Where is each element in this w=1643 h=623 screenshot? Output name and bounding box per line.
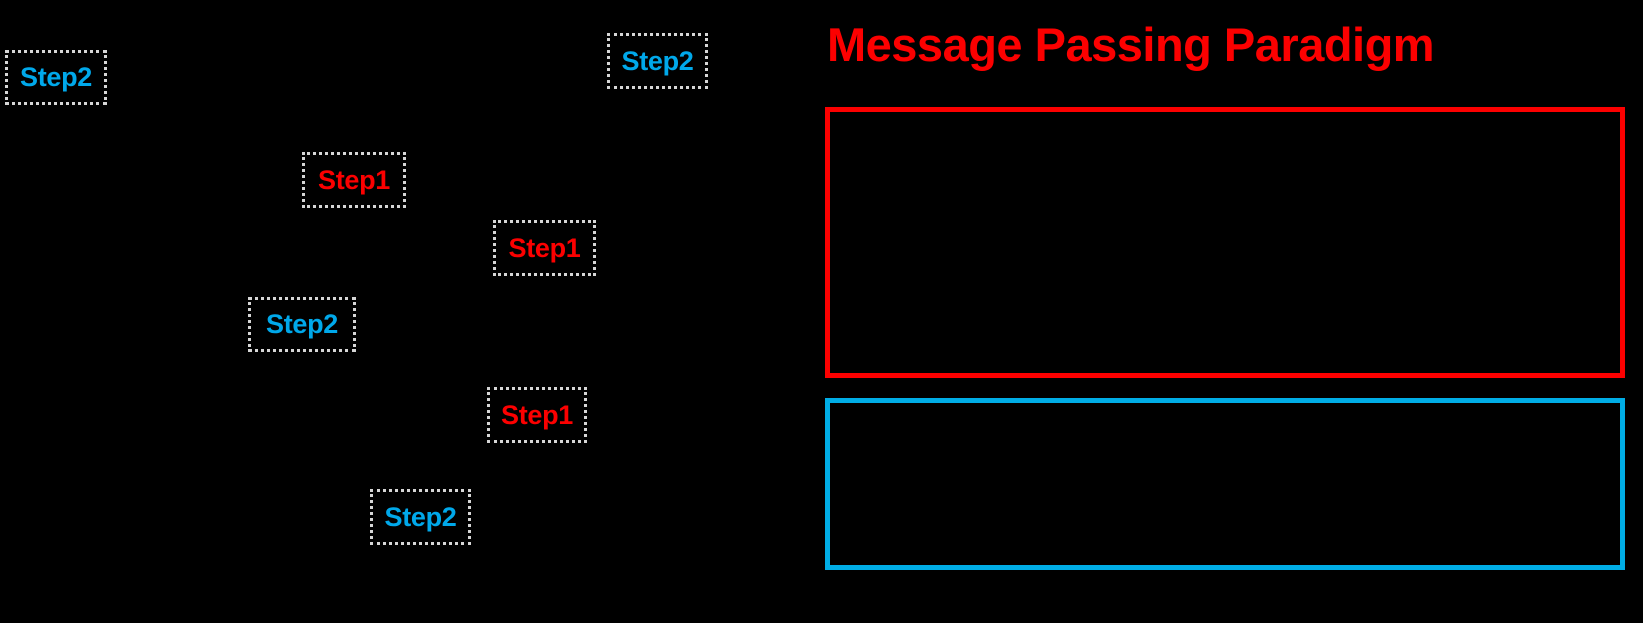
step-chip[interactable]: Step2 — [248, 297, 356, 352]
panel-title: Message Passing Paradigm — [827, 18, 1435, 71]
step-chip-label: Step2 — [384, 501, 457, 532]
cyan-frame-content — [830, 403, 1620, 565]
red-frame-content — [830, 112, 1620, 373]
red-frame — [825, 107, 1625, 378]
step-chip-label: Step1 — [500, 399, 574, 430]
step-chip[interactable]: Step1 — [302, 152, 406, 208]
step-chip-label: Step2 — [19, 62, 93, 92]
cyan-frame — [825, 398, 1625, 570]
step-chip[interactable]: Step1 — [487, 387, 587, 443]
message-passing-panel: Message Passing Paradigm — [780, 0, 1643, 623]
step-chip[interactable]: Step2 — [370, 489, 471, 545]
step-chip-label: Step1 — [508, 232, 581, 263]
step-chip[interactable]: Step1 — [493, 220, 596, 276]
step-chip-label: Step2 — [621, 45, 694, 76]
step-chip-label: Step1 — [317, 164, 391, 195]
step-chip[interactable]: Step2 — [5, 50, 107, 105]
step-chip-label: Step2 — [265, 309, 339, 339]
step-chip[interactable]: Step2 — [607, 33, 708, 89]
